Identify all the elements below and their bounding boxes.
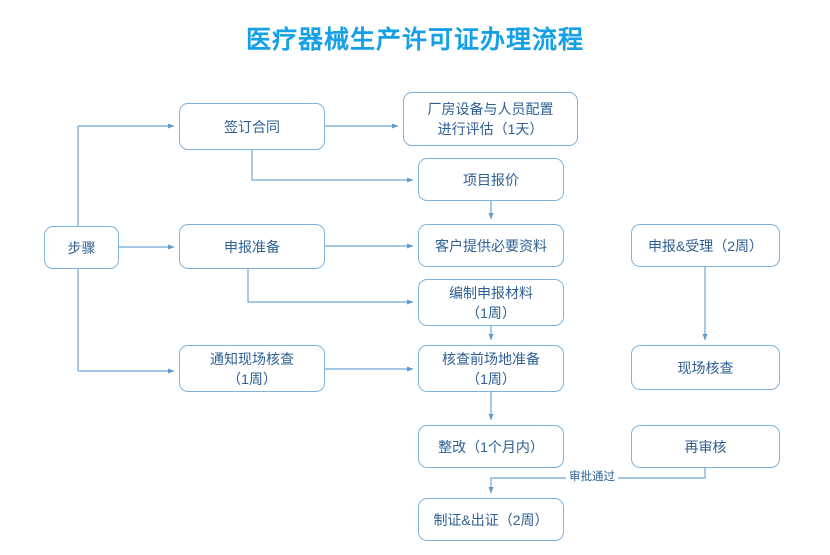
- node-declaration-preparation[interactable]: 申报准备: [179, 224, 325, 269]
- node-steps[interactable]: 步骤: [44, 226, 119, 269]
- node-label: 申报&受理（2周）: [647, 237, 764, 254]
- node-facility-personnel-assessment[interactable]: 厂房设备与人员配置 进行评估（1天）: [403, 92, 578, 146]
- edge-contract-quote: [251, 150, 414, 183]
- node-customer-provides-documents[interactable]: 客户提供必要资料: [418, 224, 564, 267]
- node-label: 整改（1个月内）: [438, 438, 544, 455]
- node-label: 再审核: [684, 438, 727, 455]
- node-application-acceptance[interactable]: 申报&受理（2周）: [631, 224, 780, 267]
- node-onsite-inspection[interactable]: 现场核查: [631, 345, 780, 390]
- node-label: 申报准备: [224, 238, 280, 255]
- node-re-review[interactable]: 再审核: [631, 425, 780, 468]
- node-label: 核查前场地准备 （1周）: [442, 350, 540, 387]
- node-label: 步骤: [67, 239, 96, 256]
- edge-prepare-compile: [247, 269, 414, 305]
- node-label: 厂房设备与人员配置 进行评估（1天）: [427, 101, 554, 137]
- node-compile-application-materials[interactable]: 编制申报材料 （1周）: [418, 279, 564, 326]
- node-label: 签订合同: [224, 118, 280, 135]
- node-project-quotation[interactable]: 项目报价: [418, 158, 564, 201]
- node-label: 项目报价: [463, 171, 519, 188]
- node-sign-contract[interactable]: 签订合同: [179, 103, 325, 150]
- node-label: 通知现场核查 （1周）: [210, 350, 294, 387]
- node-label: 客户提供必要资料: [435, 237, 547, 254]
- page-title: 医疗器械生产许可证办理流程: [245, 26, 584, 54]
- node-label: 制证&出证（2周）: [433, 511, 549, 528]
- node-certificate-issuance[interactable]: 制证&出证（2周）: [418, 498, 564, 541]
- node-site-preparation[interactable]: 核查前场地准备 （1周）: [418, 345, 564, 392]
- node-label: 现场核查: [677, 359, 734, 376]
- node-label: 编制申报材料 （1周）: [449, 284, 533, 321]
- node-rectification[interactable]: 整改（1个月内）: [418, 425, 564, 468]
- node-notify-onsite-inspection[interactable]: 通知现场核查 （1周）: [179, 345, 325, 392]
- edge-label-approval-passed: 审批通过: [566, 470, 618, 484]
